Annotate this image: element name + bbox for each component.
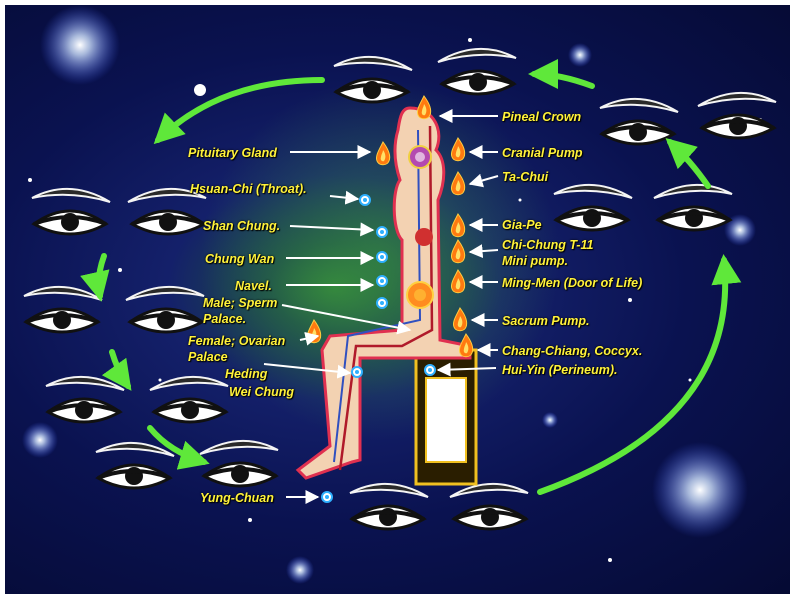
pointer-arrows	[263, 109, 499, 504]
eye-icon	[94, 440, 176, 490]
eye-icon	[652, 182, 734, 232]
cycle-arrow-icon	[537, 254, 742, 495]
label-pituitary-gland: Pituitary Gland	[188, 146, 277, 160]
label-heding: Heding	[225, 367, 268, 381]
point-dot	[424, 364, 436, 376]
eye-icon	[198, 438, 280, 488]
eye-icon	[148, 374, 230, 424]
label-shan-chung: Shan Chung.	[203, 219, 281, 233]
eye-icon	[696, 90, 778, 140]
label-mini-pump: Mini pump.	[502, 254, 568, 268]
eye-icon	[332, 54, 414, 104]
cycle-arrow-icon	[528, 59, 595, 90]
point-dot	[376, 251, 388, 263]
point-dot	[376, 275, 388, 287]
point-dot	[359, 194, 371, 206]
microcosmic-orbit-diagram	[22, 5, 778, 584]
star-field	[22, 5, 762, 584]
label-ta-chui: Ta-Chui	[502, 170, 549, 184]
label-hsuan-chi: Hsuan-Chi (Throat).	[190, 182, 307, 196]
eye-icon	[30, 186, 112, 236]
label-female-ovarian-palace-1: Female; Ovarian	[188, 334, 286, 348]
point-dot	[376, 297, 388, 309]
eye-icon	[436, 46, 518, 96]
label-pineal-crown: Pineal Crown	[502, 110, 582, 124]
point-dot	[351, 366, 363, 378]
seated-figure	[295, 106, 472, 480]
diagram-canvas: Pineal Crown Pituitary Gland Cranial Pum…	[5, 5, 790, 594]
label-chung-wan: Chung Wan	[205, 252, 275, 266]
cycle-arrow-icon	[147, 425, 210, 470]
label-female-ovarian-palace-2: Palace	[188, 350, 228, 364]
label-ming-men: Ming-Men (Door of Life)	[502, 276, 643, 290]
label-yung-chuan: Yung-Chuan	[200, 491, 274, 505]
eye-icon	[22, 284, 104, 334]
label-hui-yin: Hui-Yin (Perineum).	[502, 363, 618, 377]
cycle-arrow-icon	[153, 77, 325, 145]
label-cranial-pump: Cranial Pump	[502, 146, 583, 160]
orbit-arrows	[80, 59, 742, 495]
cycle-arrow-icon	[80, 253, 110, 302]
label-wei-chung: Wei Chung	[229, 385, 295, 399]
eye-icon	[124, 284, 206, 334]
label-male-sperm-palace-2: Palace.	[203, 312, 247, 326]
point-dot	[376, 226, 388, 238]
point-dot	[321, 491, 333, 503]
eye-icon	[348, 481, 430, 531]
eye-icon	[448, 481, 530, 531]
cycle-arrow-icon	[101, 349, 132, 391]
label-navel: Navel.	[235, 279, 272, 293]
cycle-arrow-icon	[665, 137, 711, 189]
eye-icon	[598, 96, 680, 146]
label-chang-chiang: Chang-Chiang, Coccyx.	[502, 344, 643, 358]
eye-icon	[552, 182, 634, 232]
eye-icon	[44, 374, 126, 424]
label-male-sperm-palace-1: Male; Sperm	[203, 296, 278, 310]
label-sacrum-pump: Sacrum Pump.	[502, 314, 590, 328]
label-chi-chung: Chi-Chung T-11	[502, 238, 594, 252]
label-gia-pe: Gia-Pe	[502, 218, 542, 232]
